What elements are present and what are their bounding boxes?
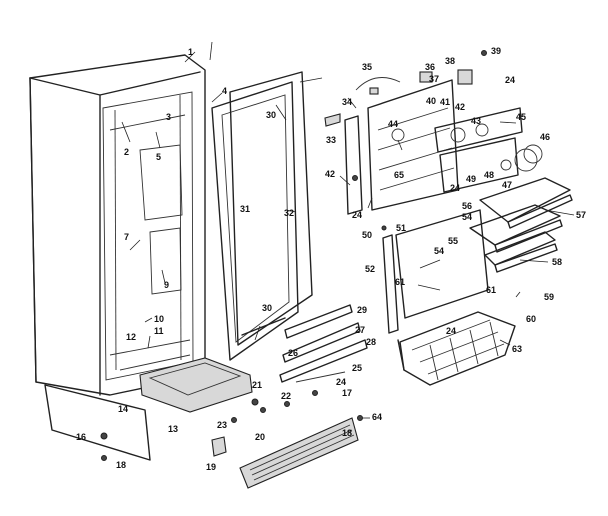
callout-42-top: 42	[455, 102, 465, 112]
callout-5: 5	[156, 152, 161, 162]
base-grille	[239, 417, 359, 489]
callout-52: 52	[365, 264, 375, 274]
evaporator-cover	[367, 79, 459, 211]
callout-13: 13	[168, 424, 178, 434]
callout-58: 58	[552, 257, 562, 267]
callout-3: 3	[166, 112, 171, 122]
shelf-lower	[484, 231, 558, 273]
callout-29: 29	[357, 305, 367, 315]
door-gasket-frame	[211, 81, 299, 361]
callout-55: 55	[448, 236, 458, 246]
callout-37: 37	[429, 74, 439, 84]
callout-38: 38	[445, 56, 455, 66]
callout-24-base: 24	[336, 377, 346, 387]
callout-12: 12	[126, 332, 136, 342]
callout-18-grille: 18	[342, 428, 352, 438]
callout-45: 45	[516, 112, 526, 122]
callout-33: 33	[326, 135, 336, 145]
callout-46: 46	[540, 132, 550, 142]
callout-24-top: 24	[505, 75, 515, 85]
callout-59: 59	[544, 292, 554, 302]
callout-51: 51	[396, 223, 406, 233]
callout-23: 23	[217, 420, 227, 430]
callout-24-mid: 24	[450, 183, 460, 193]
drip-tray	[139, 357, 253, 413]
callout-57: 57	[576, 210, 586, 220]
callout-32: 32	[284, 208, 294, 218]
callout-30-bottom: 30	[262, 303, 272, 313]
callout-56: 56	[462, 201, 472, 211]
callout-65: 65	[394, 170, 404, 180]
cabinet-body	[29, 54, 206, 396]
callout-61-left: 61	[395, 277, 405, 287]
callout-60: 60	[526, 314, 536, 324]
callout-22: 22	[281, 391, 291, 401]
callout-14: 14	[118, 404, 128, 414]
callout-42-side: 42	[325, 169, 335, 179]
callout-26: 26	[288, 348, 298, 358]
callout-40: 40	[426, 96, 436, 106]
callout-16: 16	[76, 432, 86, 442]
evaporator-side	[344, 115, 363, 215]
callout-30-top: 30	[266, 110, 276, 120]
shelf-upper	[479, 177, 573, 229]
callout-48: 48	[484, 170, 494, 180]
door-rails	[241, 304, 368, 383]
callout-25: 25	[352, 363, 362, 373]
callout-28: 28	[366, 337, 376, 347]
callout-41: 41	[440, 97, 450, 107]
control-panel	[434, 107, 523, 193]
callout-31: 31	[240, 204, 250, 214]
inner-panel	[382, 209, 489, 334]
callout-11: 11	[154, 326, 164, 336]
callout-49: 49	[466, 174, 476, 184]
callout-64: 64	[372, 412, 382, 422]
callout-63: 63	[512, 344, 522, 354]
callout-54-upper: 54	[462, 212, 472, 222]
callout-17: 17	[342, 388, 352, 398]
callout-10: 10	[154, 314, 164, 324]
callout-61-right: 61	[486, 285, 496, 295]
door-outer-panel	[229, 71, 313, 346]
callout-24-basket: 24	[446, 326, 456, 336]
wire-basket	[397, 311, 516, 386]
callout-2: 2	[124, 147, 129, 157]
callout-20: 20	[255, 432, 265, 442]
callout-27: 27	[355, 325, 365, 335]
callout-19: 19	[206, 462, 216, 472]
small-fittings	[100, 371, 363, 461]
callout-34: 34	[342, 97, 352, 107]
callout-24-left: 24	[352, 210, 362, 220]
callout-4: 4	[222, 86, 227, 96]
callout-50: 50	[362, 230, 372, 240]
callout-47: 47	[502, 180, 512, 190]
callout-9: 9	[164, 280, 169, 290]
callout-39: 39	[491, 46, 501, 56]
fan-motor	[500, 144, 543, 172]
shelf-middle	[469, 204, 563, 253]
callout-35: 35	[362, 62, 372, 72]
leader-lines	[121, 41, 575, 419]
callout-21: 21	[252, 380, 262, 390]
callout-54-lower: 54	[434, 246, 444, 256]
callout-18-screw: 18	[116, 460, 126, 470]
callout-44: 44	[388, 119, 398, 129]
callout-7: 7	[124, 232, 129, 242]
callout-1: 1	[188, 47, 193, 57]
callout-36: 36	[425, 62, 435, 72]
callout-labels: 1 2 3 4 5 7 9 10 11 12 13 14 16 17 18 18…	[76, 46, 586, 472]
kick-plate	[44, 384, 151, 461]
callout-43: 43	[471, 116, 481, 126]
